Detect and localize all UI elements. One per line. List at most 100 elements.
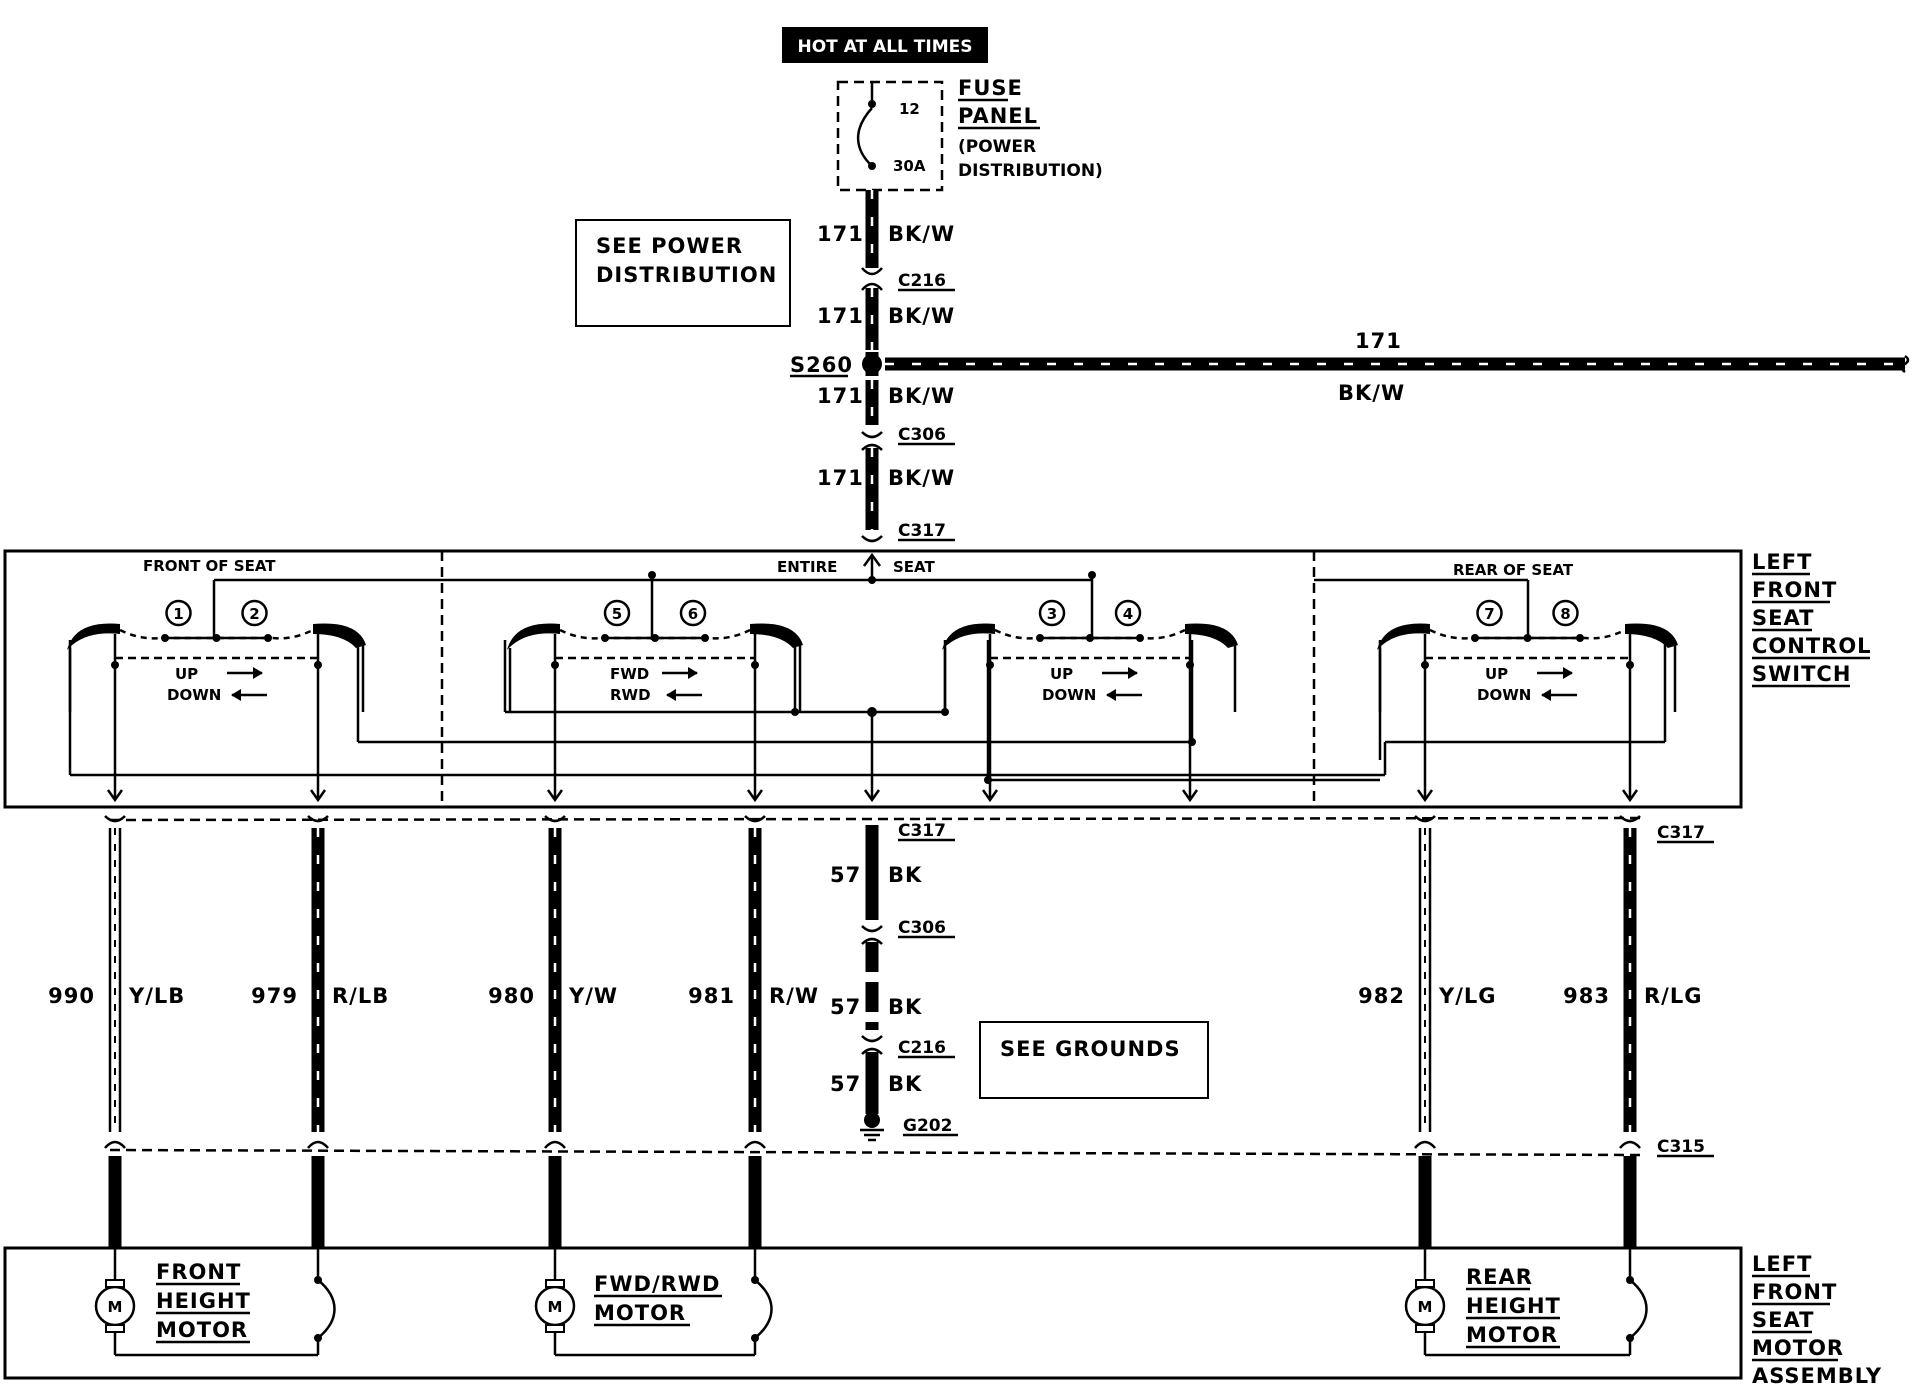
connector-c216-top: C216 [898, 271, 946, 291]
switch-name-label: LEFT FRONT SEAT CONTROL SWITCH [1752, 550, 1872, 688]
svg-text:ASSEMBLY: ASSEMBLY [1752, 1364, 1882, 1388]
c315-connector-line [109, 1148, 1641, 1157]
see-grounds-label: SEE GROUNDS [1000, 1037, 1181, 1061]
front-height-motor-label: FRONT HEIGHT MOTOR [156, 1260, 251, 1344]
svg-text:SEAT: SEAT [1752, 1308, 1814, 1332]
seat-motor-assembly-box [3, 1246, 1743, 1380]
hot-label: HOT AT ALL TIMES [798, 37, 973, 57]
motor-3: M [1404, 1248, 1648, 1357]
contact-number: 8 [1560, 605, 1570, 623]
direction-label-bottom: DOWN [1477, 686, 1531, 704]
color-bkw-d: BK/W [888, 466, 955, 490]
motor-letter: M [108, 1298, 123, 1316]
contact-marker [165, 599, 192, 627]
seat-control-switch-box [3, 549, 1743, 809]
ground-color-a: BK [888, 863, 922, 887]
ground-color-b: BK [888, 995, 922, 1019]
wire-circuit-label: 990 [48, 984, 95, 1008]
power-branch-171 [885, 354, 1910, 374]
svg-text:HEIGHT: HEIGHT [1466, 1294, 1561, 1318]
svg-text:SEAT: SEAT [1752, 606, 1814, 630]
svg-text:CONTROL: CONTROL [1752, 634, 1872, 658]
direction-label-top: UP [1050, 665, 1073, 683]
connector-c315: C315 [1657, 1137, 1705, 1157]
switch-blade-left [507, 623, 560, 650]
splice-label: S260 [790, 353, 853, 377]
svg-text:DISTRIBUTION): DISTRIBUTION) [958, 161, 1103, 181]
circuit-171-c: 171 [817, 384, 864, 408]
ground-circuit-b: 57 [830, 995, 861, 1019]
contact-marker [603, 599, 631, 627]
contact-marker [1552, 599, 1579, 627]
contact-marker [241, 599, 268, 627]
circuit-breaker [317, 1279, 336, 1339]
wire-circuit-label: 979 [251, 984, 298, 1008]
circuit-breaker [754, 1279, 773, 1339]
motor-letter: M [548, 1298, 563, 1316]
motor-wire-979: 979 R/LB [251, 815, 389, 1248]
see-power-distribution-box[interactable] [575, 219, 791, 327]
color-bkw-b: BK/W [888, 304, 955, 328]
ground-wire-57 [860, 825, 884, 1142]
motor-1: M [94, 1248, 336, 1357]
switch-blade-left [67, 623, 120, 650]
direction-label-bottom: RWD [610, 686, 651, 704]
connector-c306-bottom: C306 [898, 918, 946, 938]
svg-text:HEIGHT: HEIGHT [156, 1289, 251, 1313]
svg-text:PANEL: PANEL [958, 104, 1038, 128]
svg-text:FUSE: FUSE [958, 76, 1023, 100]
contact-number: 3 [1047, 605, 1057, 623]
connector-c216-bottom: C216 [898, 1038, 946, 1058]
svg-text:FRONT: FRONT [1752, 1280, 1837, 1304]
svg-text:SWITCH: SWITCH [1752, 662, 1851, 686]
svg-text:FRONT: FRONT [156, 1260, 241, 1284]
switch-blade-right [1625, 623, 1678, 648]
switch-blade-right [750, 623, 803, 648]
direction-label-bottom: DOWN [167, 686, 221, 704]
svg-text:MOTOR: MOTOR [156, 1318, 248, 1342]
wire-color-label: R/LB [332, 984, 389, 1008]
wire-circuit-label: 981 [688, 984, 735, 1008]
see-grounds-box[interactable] [979, 1021, 1209, 1099]
connector-c306-top: C306 [898, 425, 946, 445]
contact-marker [1038, 599, 1066, 627]
wire-color-label: Y/LG [1438, 984, 1497, 1008]
ground-circuit-a: 57 [830, 863, 861, 887]
fuse-box [836, 80, 944, 192]
contact-number: 7 [1484, 605, 1494, 623]
switch-blade-right [313, 623, 366, 648]
svg-text:(POWER: (POWER [958, 137, 1036, 157]
fwd-rwd-motor-label: FWD/RWD MOTOR [594, 1272, 722, 1327]
svg-text:REAR: REAR [1466, 1265, 1533, 1289]
power-wire-171 [861, 190, 883, 543]
svg-text:MOTOR: MOTOR [1466, 1323, 1558, 1347]
wire-circuit-label: 982 [1358, 984, 1405, 1008]
contact-marker [679, 599, 707, 627]
contact-number: 6 [688, 605, 698, 623]
switch-blade-right [1185, 623, 1238, 648]
fuse-element [856, 107, 873, 167]
svg-text:MOTOR: MOTOR [594, 1301, 686, 1325]
switch-blade-left [942, 623, 995, 650]
wire-color-label: R/LG [1644, 984, 1702, 1008]
switch-internal-wiring [68, 640, 1667, 803]
fuse-number: 12 [899, 100, 920, 118]
contact-marker [1114, 599, 1142, 627]
entire-label: ENTIRE [777, 558, 837, 576]
wire-color-label: Y/W [568, 984, 618, 1008]
hot-at-all-times-tag [782, 27, 988, 63]
wire-circuit-label: 980 [488, 984, 535, 1008]
ground-circuit-c: 57 [830, 1072, 861, 1096]
front-of-seat-label: FRONT OF SEAT [143, 557, 276, 575]
see-power-line1: SEE POWER [596, 234, 743, 258]
svg-text:FRONT: FRONT [1752, 578, 1837, 602]
branch-color: BK/W [1338, 381, 1405, 405]
